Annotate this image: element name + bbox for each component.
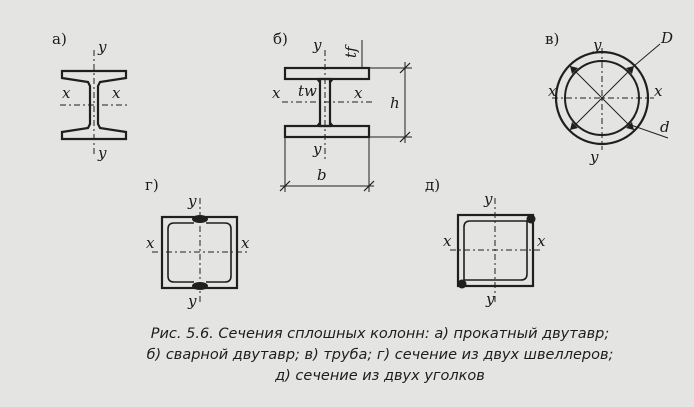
caption-line-1: Рис. 5.6. Сечения сплошных колонн: а) пр… — [150, 326, 610, 342]
x-label-right: x — [537, 232, 546, 250]
weld-top-right — [526, 214, 536, 224]
y-label-bottom: y — [97, 144, 107, 162]
weld-top — [192, 215, 208, 223]
x-label-left: x — [272, 84, 281, 102]
h-tick-top — [399, 62, 411, 74]
x-label-right: x — [354, 84, 363, 102]
top-flange — [283, 66, 371, 81]
x-label-right: x — [112, 84, 121, 102]
y-label-bottom: y — [187, 292, 197, 310]
label-v: в) — [545, 30, 559, 48]
d-leader — [627, 123, 669, 139]
D-label: D — [660, 29, 673, 47]
b-tick-left — [279, 180, 291, 192]
y-label-top: y — [312, 36, 322, 54]
h-label: h — [390, 94, 400, 112]
diagonal-diameter-2 — [569, 65, 635, 131]
tf-label: tf — [342, 44, 360, 58]
x-label-left: x — [443, 232, 452, 250]
y-label-top: y — [483, 190, 493, 208]
y-label-top: y — [187, 192, 197, 210]
label-a: а) — [52, 30, 67, 48]
b-label: b — [317, 166, 327, 184]
x-label-right: x — [241, 234, 250, 252]
figure-caption: Рис. 5.6. Сечения сплошных колонн: а) пр… — [100, 324, 660, 387]
i-beam-outline — [60, 69, 128, 141]
x-label-left: x — [548, 82, 557, 100]
label-b: б) — [273, 30, 288, 48]
bottom-flange — [283, 124, 371, 139]
angle-1-inner — [463, 220, 528, 280]
y-label-top: y — [592, 36, 602, 54]
d-label: d — [660, 118, 670, 136]
D-leader — [633, 43, 661, 67]
y-label-bottom: y — [485, 290, 495, 308]
y-label-bottom: y — [589, 148, 599, 166]
h-tick-bottom — [399, 131, 411, 143]
angle-2-inner — [464, 221, 528, 281]
two-channels-section: г) y y x x — [145, 176, 250, 310]
welded-i-beam-section: б) y y x x tw tf h b — [272, 30, 412, 192]
rolled-i-beam-section: а) y y x x — [52, 30, 128, 162]
caption-line-2: б) сварной двутавр; в) труба; г) сечение… — [146, 347, 614, 363]
x-label-right: x — [654, 82, 663, 100]
x-label-left: x — [62, 84, 71, 102]
x-label-left: x — [146, 234, 155, 252]
weld-bottom-left — [457, 279, 467, 289]
y-label-bottom: y — [312, 140, 322, 158]
b-tick-right — [363, 180, 375, 192]
tw-label: tw — [298, 82, 317, 100]
y-label-top: y — [97, 38, 107, 56]
two-angles-section: д) y y x x — [425, 176, 546, 308]
label-d: д) — [425, 176, 440, 194]
pipe-section: в) D d y y x x — [545, 29, 673, 166]
label-g: г) — [145, 176, 159, 194]
caption-line-3: д) сечение из двух уголков — [275, 368, 485, 384]
